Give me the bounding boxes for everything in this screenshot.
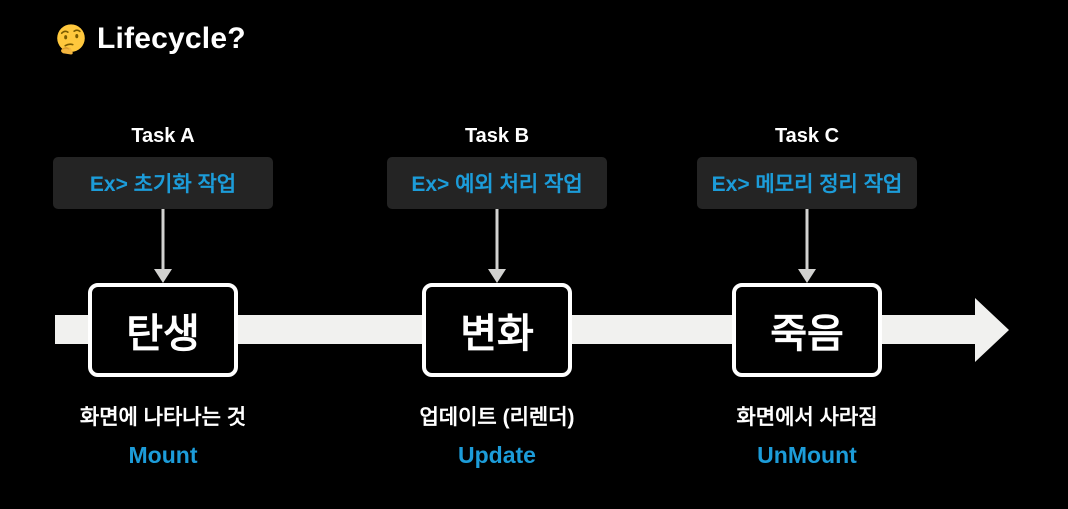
timeline-arrowhead-icon (975, 298, 1009, 362)
task-label: Task A (131, 125, 195, 147)
example-text: Ex> 메모리 정리 작업 (711, 173, 903, 196)
stage-box: 죽음 (732, 283, 882, 377)
down-arrow-icon (487, 209, 507, 283)
lifecycle-column-unmount: Task C Ex> 메모리 정리 작업 죽음 화면에서 사라짐 UnMount (697, 120, 917, 490)
down-arrow-head (798, 269, 816, 283)
down-arrow-icon (797, 209, 817, 283)
stage-box: 탄생 (88, 283, 238, 377)
stage-text: 탄생 (126, 312, 200, 356)
down-arrow-head (154, 269, 172, 283)
page-title: Lifecycle? (55, 22, 246, 56)
thinking-face-icon (55, 23, 87, 55)
down-arrow-shaft (161, 209, 165, 270)
down-arrow-icon (153, 209, 173, 283)
example-box: Ex> 예외 처리 작업 (387, 157, 607, 209)
title-text: Lifecycle? (97, 22, 246, 55)
down-arrow-shaft (805, 209, 809, 270)
stage-description: 업데이트 (리렌더) (419, 406, 575, 429)
stage-term: Update (458, 442, 536, 468)
stage-description: 화면에 나타나는 것 (79, 406, 247, 429)
task-label: Task C (774, 125, 840, 147)
stage-term: UnMount (757, 442, 857, 468)
stage-box: 변화 (422, 283, 572, 377)
down-arrow-head (488, 269, 506, 283)
stage-text: 죽음 (770, 312, 844, 356)
down-arrow-shaft (495, 209, 499, 270)
stage-text: 변화 (460, 312, 534, 356)
stage-description: 화면에서 사라짐 (736, 406, 878, 429)
stage-term: Mount (128, 442, 198, 468)
example-text: Ex> 예외 처리 작업 (411, 173, 583, 196)
task-label: Task B (464, 125, 530, 147)
example-box: Ex> 초기화 작업 (53, 157, 273, 209)
example-box: Ex> 메모리 정리 작업 (697, 157, 917, 209)
lifecycle-column-mount: Task A Ex> 초기화 작업 탄생 화면에 나타나는 것 Mount (53, 120, 273, 490)
example-text: Ex> 초기화 작업 (89, 173, 237, 196)
lifecycle-column-update: Task B Ex> 예외 처리 작업 변화 업데이트 (리렌더) Update (387, 120, 607, 490)
